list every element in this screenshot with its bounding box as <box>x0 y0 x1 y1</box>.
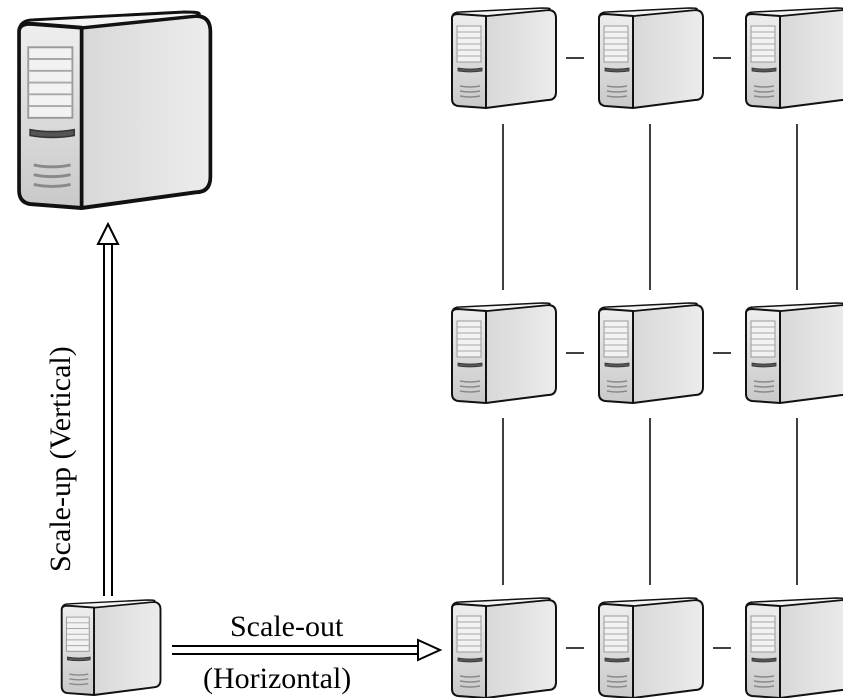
scale-up-arrow <box>96 221 120 596</box>
server-icon <box>451 7 557 109</box>
server-icon <box>598 7 704 109</box>
server-grid <box>451 7 843 698</box>
server-icon <box>745 302 843 404</box>
scale-out-label: Scale-out <box>230 610 344 643</box>
scale-up-label: Scale-up (Vertical) <box>44 346 77 572</box>
server-icon <box>745 7 843 109</box>
server-icon <box>598 597 704 698</box>
large-server-icon <box>17 10 213 210</box>
server-icon <box>451 597 557 698</box>
server-icon <box>745 597 843 698</box>
scale-out-arrow <box>172 638 443 662</box>
server-icon <box>451 302 557 404</box>
source-server-icon <box>60 599 162 696</box>
grid-connectors <box>502 57 798 649</box>
scale-out-sublabel: (Horizontal) <box>203 662 351 695</box>
server-icon <box>598 302 704 404</box>
